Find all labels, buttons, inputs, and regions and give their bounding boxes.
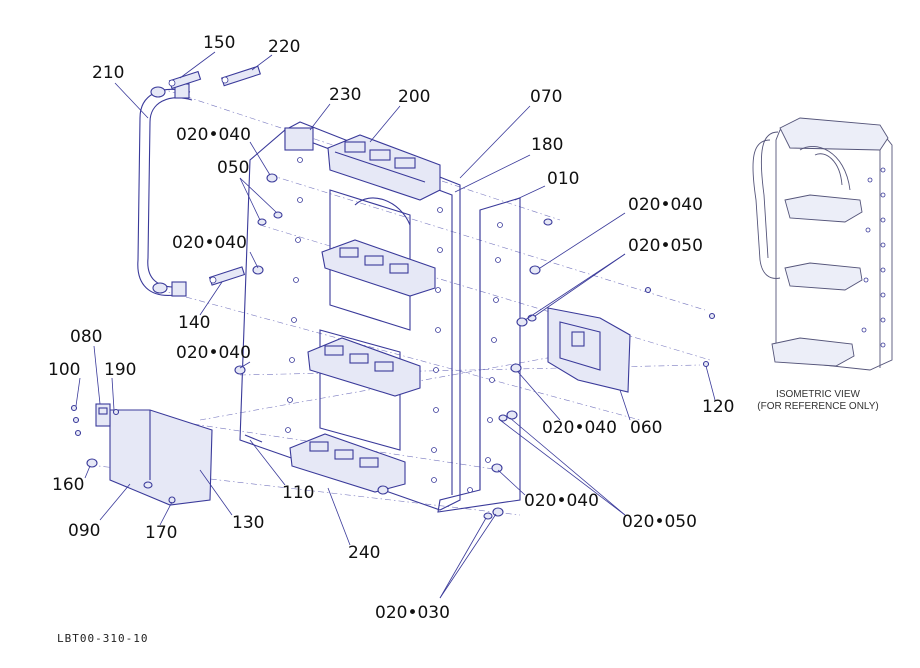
pin-150 [168, 70, 202, 90]
pin-220 [221, 65, 261, 87]
callout-010: 010 [547, 169, 579, 189]
callout-150: 150 [203, 33, 235, 53]
callout-160: 160 [52, 475, 84, 495]
iso-caption-line2: (FOR REFERENCE ONLY) [757, 401, 879, 412]
side-frame-070 [239, 121, 461, 511]
callout-020-040-d: 020•040 [176, 343, 251, 363]
callout-050: 050 [217, 158, 249, 178]
callout-020-040-a: 020•040 [176, 125, 251, 145]
callout-240: 240 [348, 543, 380, 563]
bracket-060 [547, 307, 631, 393]
isometric-reference-view [752, 117, 893, 371]
lamp-080 [95, 403, 111, 427]
step-2 [321, 239, 436, 297]
callout-020-050-a: 020•050 [628, 236, 703, 256]
cover-plate-130 [109, 409, 213, 506]
callout-130: 130 [232, 513, 264, 533]
callout-210: 210 [92, 63, 124, 83]
callout-110: 110 [282, 483, 314, 503]
callout-230: 230 [329, 85, 361, 105]
callout-220: 220 [268, 37, 300, 57]
handrail-210 [137, 83, 193, 297]
pin-140 [208, 266, 246, 286]
callout-020-030: 020•030 [375, 603, 450, 623]
callout-080: 080 [70, 327, 102, 347]
callout-190: 190 [104, 360, 136, 380]
callout-020-040-f: 020•040 [524, 491, 599, 511]
callout-labels: 150 220 210 230 200 070 180 010 020•040 … [48, 33, 734, 623]
step-bottom-240 [289, 433, 406, 493]
callout-180: 180 [531, 135, 563, 155]
side-plate-010 [437, 197, 521, 513]
drawing-number: LBT00-310-10 [57, 632, 148, 645]
callout-200: 200 [398, 87, 430, 107]
leader-lines [75, 51, 716, 599]
callout-020-040-b: 020•040 [628, 195, 703, 215]
step-top-200 [327, 134, 441, 201]
callout-090: 090 [68, 521, 100, 541]
hardware [70, 173, 716, 520]
callout-140: 140 [178, 313, 210, 333]
callout-120: 120 [702, 397, 734, 417]
callout-070: 070 [530, 87, 562, 107]
callout-170: 170 [145, 523, 177, 543]
callout-100: 100 [48, 360, 80, 380]
step-3 [307, 337, 421, 397]
callout-060: 060 [630, 418, 662, 438]
iso-caption-line1: ISOMETRIC VIEW [776, 389, 860, 400]
callout-020-040-e: 020•040 [542, 418, 617, 438]
callout-020-050-b: 020•050 [622, 512, 697, 532]
callout-020-040-c: 020•040 [172, 233, 247, 253]
